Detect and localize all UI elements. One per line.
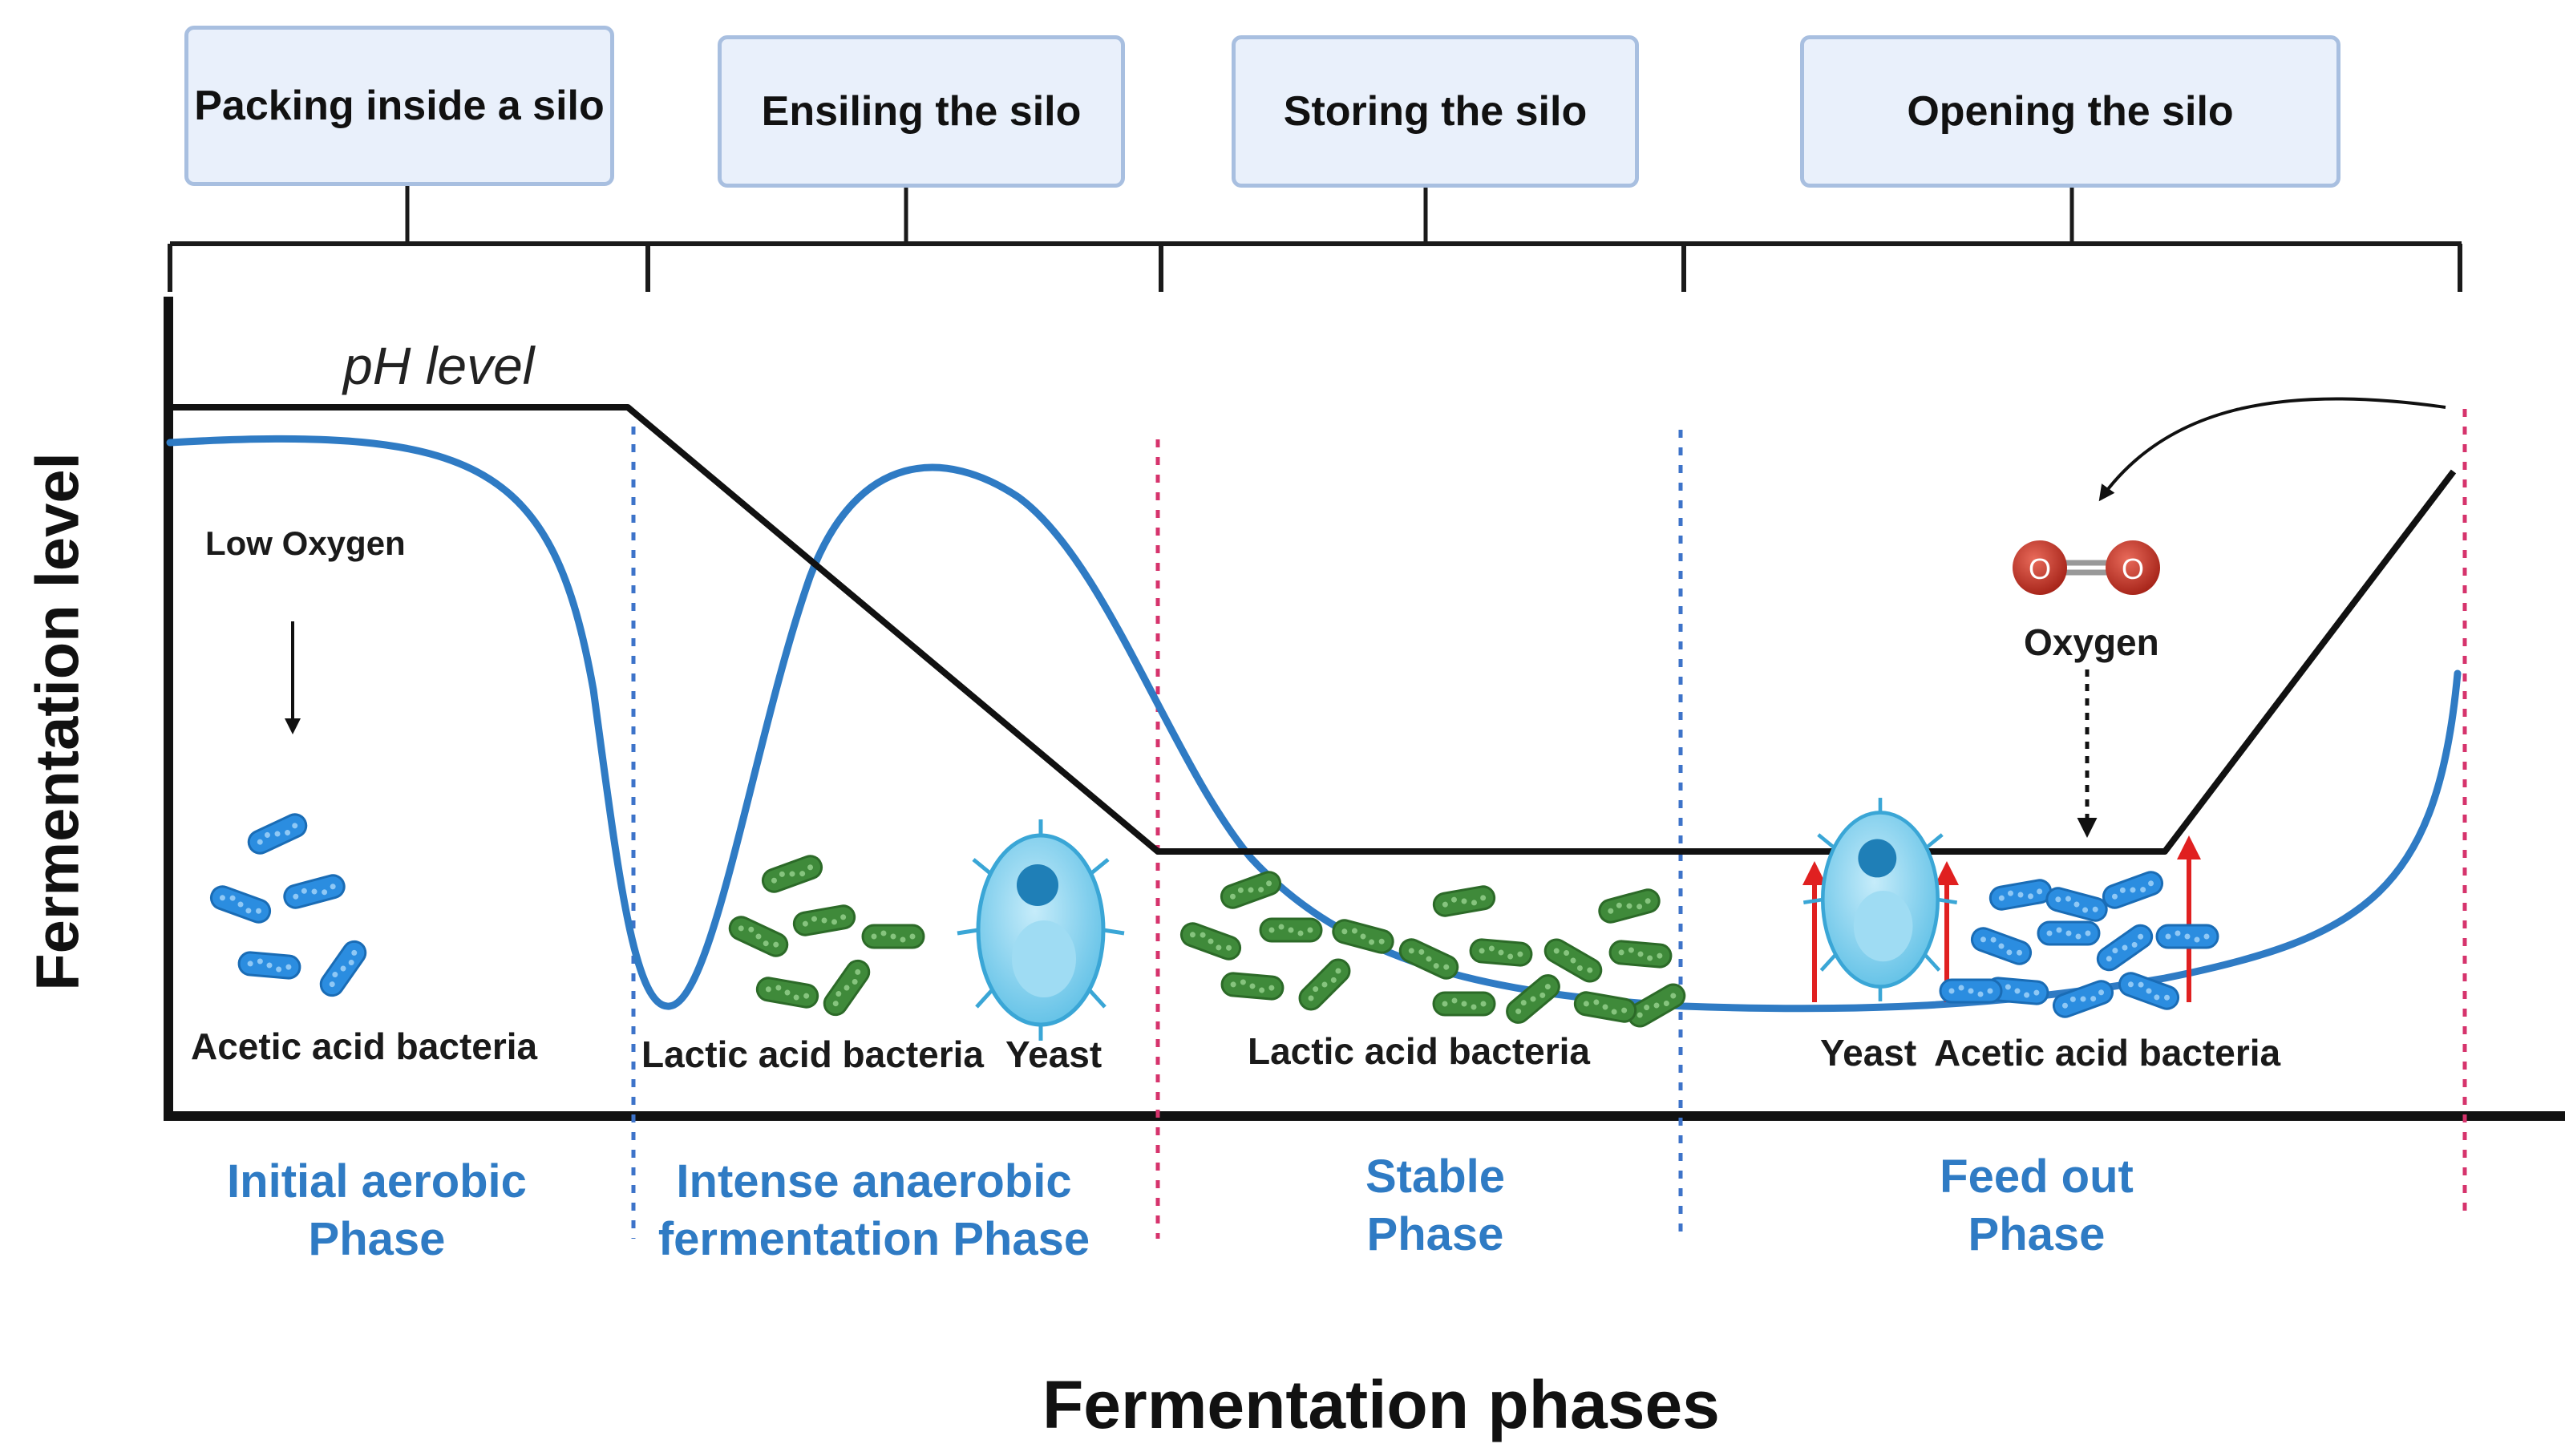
bacterium-icon — [1608, 940, 1673, 969]
oxygen-atom-label: O — [2029, 552, 2051, 585]
stage-box-packing: Packing inside a silo — [184, 26, 614, 186]
bacterium-icon — [2037, 920, 2101, 946]
ph-line — [168, 404, 2457, 855]
phase-dividers — [631, 409, 2467, 1239]
phase-initial-aerobic: Initial aerobic Phase — [227, 1155, 527, 1265]
bacterium-icon — [2045, 887, 2108, 922]
lactic-bacteria-cluster-icon — [1179, 871, 1686, 1028]
phase-intense-anaerobic: Intense anaerobic fermentation Phase — [657, 1155, 1090, 1265]
yeast-cell-icon — [957, 819, 1125, 1041]
bacteria-layer — [209, 813, 2219, 1028]
bacterium-icon — [1432, 991, 1496, 1017]
bacterium-icon — [1598, 888, 1661, 924]
bacterium-icon — [1506, 974, 1560, 1024]
lactic-bacteria-cluster-icon — [728, 855, 925, 1017]
bacterium-icon — [283, 874, 346, 909]
bacterium-icon — [1332, 919, 1394, 954]
stage-connectors — [405, 186, 2074, 244]
bacterium-icon — [209, 885, 272, 924]
bacterium-icon — [2052, 980, 2114, 1018]
bacterium-icon — [1259, 917, 1323, 943]
bacterium-icon — [1432, 885, 1496, 917]
stage-label-opening: Opening the silo — [1907, 88, 2234, 135]
bacterium-icon — [247, 813, 308, 855]
phase-stable: Stable Phase — [1365, 1151, 1506, 1260]
phase-feed-out: Feed out Phase — [1940, 1151, 2134, 1260]
oxygen-label: Oxygen — [2024, 621, 2159, 663]
bacterium-icon — [1573, 991, 1637, 1023]
bacterium-icon — [2096, 924, 2154, 972]
bacterium-icon — [1939, 978, 2003, 1004]
stage-box-ensiling: Ensiling the silo — [718, 35, 1125, 188]
bacterium-icon — [1543, 938, 1603, 983]
acetic-bacteria-cluster-icon — [1939, 871, 2219, 1018]
x-axis-title: Fermentation phases — [1042, 1367, 1720, 1442]
stage-label-packing: Packing inside a silo — [194, 83, 605, 129]
bacterium-icon — [1298, 958, 1351, 1011]
stage-box-storing: Storing the silo — [1232, 35, 1639, 188]
y-axis-title: Fermentation level — [23, 452, 92, 991]
stage-label-storing: Storing the silo — [1283, 88, 1588, 135]
bacterium-icon — [792, 904, 856, 936]
low-oxygen-label: Low Oxygen — [205, 524, 406, 562]
bacterium-icon — [761, 855, 823, 893]
bacterium-icon — [1220, 871, 1282, 909]
axes — [164, 297, 2565, 1121]
yeast-label: Yeast — [1005, 1033, 1102, 1075]
bacterium-icon — [2102, 871, 2164, 909]
bacterium-icon — [1220, 972, 1285, 1001]
phase-bracket — [168, 241, 2462, 292]
acetic-acid-bacteria-label: Acetic acid bacteria — [191, 1025, 538, 1067]
bacterium-icon — [2118, 972, 2180, 1010]
stage-label-ensiling: Ensiling the silo — [761, 88, 1082, 135]
oxygen-atom-label: O — [2122, 552, 2144, 585]
acetic-acid-bacteria-label: Acetic acid bacteria — [1934, 1032, 2281, 1074]
lactic-acid-bacteria-label: Lactic acid bacteria — [641, 1033, 984, 1075]
bacterium-icon — [1988, 879, 2053, 911]
ph-level-label: pH level — [343, 336, 535, 395]
bacterium-icon — [728, 916, 789, 957]
stage-box-opening: Opening the silo — [1800, 35, 2340, 188]
bacterium-icon — [755, 977, 819, 1009]
bacterium-icon — [1970, 927, 2033, 965]
bacterium-icon — [2155, 924, 2219, 949]
yeast-cell-icon — [1802, 798, 1958, 1001]
oxygen-molecule-icon: O O — [2013, 540, 2160, 595]
bacterium-icon — [823, 959, 871, 1017]
bacterium-icon — [1469, 938, 1533, 967]
bacterium-icon — [237, 951, 301, 980]
bacterium-icon — [319, 940, 367, 997]
oxygen-inflow-arrow-icon — [2098, 397, 2446, 502]
bacterium-icon — [1179, 922, 1242, 961]
bacterium-icon — [1398, 938, 1459, 980]
lactic-acid-bacteria-label: Lactic acid bacteria — [1248, 1030, 1590, 1072]
bacterium-icon — [861, 924, 925, 949]
acetic-bacteria-cluster-icon — [209, 813, 367, 997]
yeast-label: Yeast — [1820, 1032, 1917, 1074]
